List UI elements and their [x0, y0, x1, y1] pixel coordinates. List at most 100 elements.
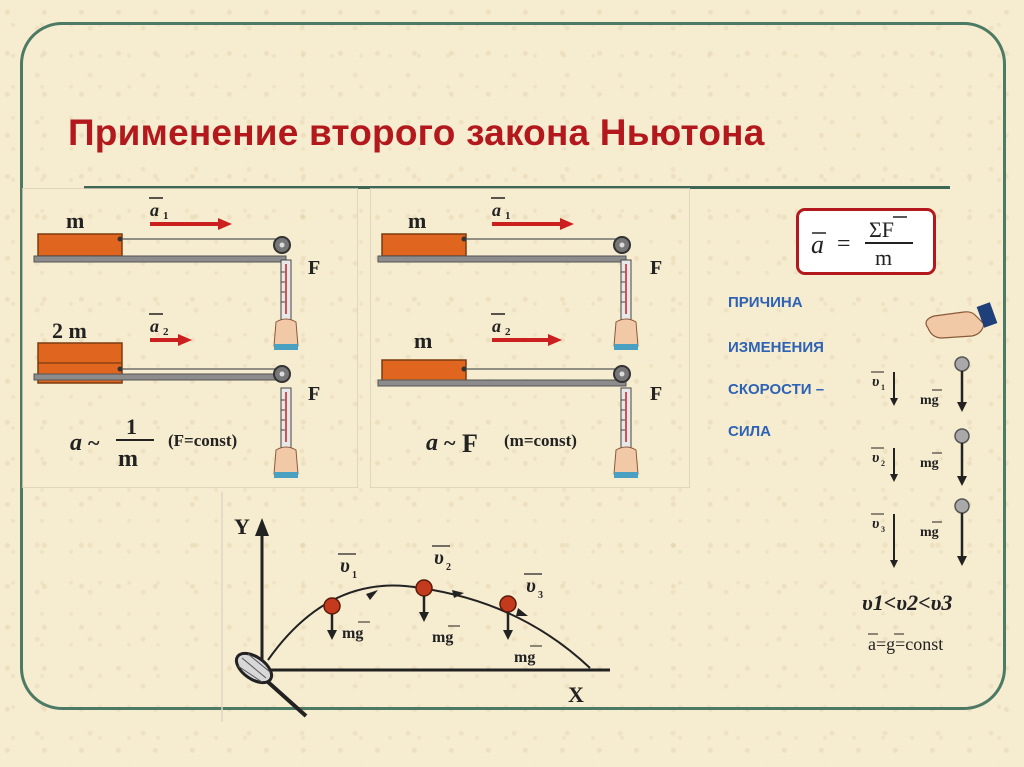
acceleration-arrow: [150, 334, 192, 346]
acceleration-arrow: [492, 218, 574, 230]
velocity-label: υ: [872, 374, 879, 390]
velocity-inequality: υ1<υ2<υ3: [862, 590, 952, 615]
ball: [323, 597, 341, 615]
cause-line-1: ПРИЧИНА: [728, 294, 803, 311]
svg-text:2: 2: [881, 459, 885, 468]
mass-label: 2 m: [52, 318, 87, 343]
svg-text:~: ~: [88, 430, 100, 455]
ball: [954, 498, 970, 514]
cart-block: [381, 359, 467, 383]
hand-icon: [273, 446, 299, 478]
setup-bottom: m a 2 F: [377, 313, 662, 478]
rail: [377, 379, 627, 387]
accel-subscript: 2: [163, 326, 169, 338]
cause-line-2: ИЗМЕНЕНИЯ: [728, 339, 824, 356]
svg-text:3: 3: [881, 525, 885, 534]
accel-symbol: a: [492, 200, 501, 220]
falling-step-3: υ 3 mg: [871, 498, 970, 568]
hand-icon: [273, 318, 299, 350]
velocity-label: υ: [340, 555, 350, 577]
acceleration-arrow: [150, 218, 232, 230]
svg-text:3: 3: [538, 590, 543, 601]
gravity-label: mg: [514, 649, 535, 666]
spring-scale: [280, 259, 292, 323]
accel-subscript: 1: [505, 210, 511, 222]
trajectory-point-3: υ 3 mg: [499, 573, 543, 666]
projectile-trajectory-diagram: Y X υ 1 mg υ 2 mg υ 3: [221, 492, 610, 722]
force-label: F: [308, 383, 320, 405]
cart-block: [37, 233, 123, 257]
constant-acceleration: a=g=const: [868, 634, 943, 654]
svg-text:=: =: [837, 231, 851, 257]
velocity-label: υ: [526, 575, 536, 597]
setup-top: m a 1 F: [33, 197, 320, 350]
setup-bottom: 2 m a 2 F: [33, 313, 320, 478]
cause-line-4: СИЛА: [728, 423, 771, 440]
acceleration-arrow: [492, 334, 562, 346]
svg-text:a: a: [426, 430, 438, 456]
falling-ball-diagram: υ 1 mg υ 2 mg υ 3 mg υ1<υ2<υ3 a=g=const: [862, 302, 998, 654]
rail: [33, 255, 287, 263]
rail: [33, 373, 287, 381]
accel-symbol: a: [492, 316, 501, 336]
gravity-label: mg: [920, 456, 939, 471]
force-label: F: [650, 257, 662, 279]
spring-scale: [620, 259, 632, 323]
spring-scale: [280, 387, 292, 451]
svg-text:a: a: [811, 230, 824, 259]
relation-inverse-mass: a ~ 1 m (F=const): [70, 414, 237, 472]
svg-text:F: F: [462, 429, 478, 458]
gravity-label: mg: [920, 393, 939, 408]
force-label: F: [650, 383, 662, 405]
svg-text:m: m: [875, 245, 892, 270]
svg-text:2: 2: [446, 562, 451, 573]
second-law-formula: a = ΣF m: [796, 208, 936, 275]
experiment-panel-left: m a 1 F 2 m a 2: [22, 188, 358, 488]
force-label: F: [308, 257, 320, 279]
accel-symbol: a: [150, 200, 159, 220]
racket-icon: [234, 651, 308, 718]
mass-label: m: [408, 208, 426, 233]
hand-icon: [925, 302, 998, 339]
slide-title: Применение второго закона Ньютона: [68, 112, 765, 153]
svg-text:m: m: [118, 446, 138, 472]
trajectory-point-2: υ 2 mg: [415, 545, 460, 646]
svg-text:1: 1: [881, 383, 885, 392]
hand-icon: [613, 446, 639, 478]
mass-label: m: [414, 328, 432, 353]
svg-text:1: 1: [352, 570, 357, 581]
accel-subscript: 2: [505, 326, 511, 338]
svg-text:1: 1: [126, 414, 137, 439]
spring-scale: [620, 387, 632, 451]
setup-top: m a 1 F: [377, 197, 662, 350]
ball: [954, 428, 970, 444]
ball: [499, 595, 517, 613]
svg-text:(F=const): (F=const): [168, 431, 237, 450]
velocity-label: υ: [872, 450, 879, 466]
trajectory-point-1: υ 1 mg: [323, 553, 370, 642]
svg-text:(m=const): (m=const): [504, 431, 577, 450]
relation-proportional-force: a ~ F (m=const): [426, 429, 577, 458]
accel-subscript: 1: [163, 210, 169, 222]
velocity-label: υ: [434, 547, 444, 569]
gravity-label: mg: [342, 625, 363, 642]
falling-step-1: υ 1 mg: [871, 356, 970, 412]
mass-label: m: [66, 208, 84, 233]
gravity-label: mg: [432, 629, 453, 646]
cart-block: [381, 233, 467, 257]
x-axis-label: X: [568, 682, 584, 707]
falling-step-2: υ 2 mg: [871, 428, 970, 486]
accel-symbol: a: [150, 316, 159, 336]
hand-icon: [613, 318, 639, 350]
ball: [954, 356, 970, 372]
velocity-label: υ: [872, 516, 879, 532]
ball: [415, 579, 433, 597]
rail: [377, 255, 627, 263]
svg-text:~: ~: [444, 430, 456, 455]
cause-line-3: СКОРОСТИ –: [728, 381, 825, 398]
y-axis-label: Y: [234, 514, 250, 539]
experiment-panel-right: m a 1 F m a 2: [370, 188, 690, 488]
svg-text:a: a: [70, 430, 82, 456]
gravity-label: mg: [920, 525, 939, 540]
svg-text:ΣF: ΣF: [869, 217, 894, 242]
